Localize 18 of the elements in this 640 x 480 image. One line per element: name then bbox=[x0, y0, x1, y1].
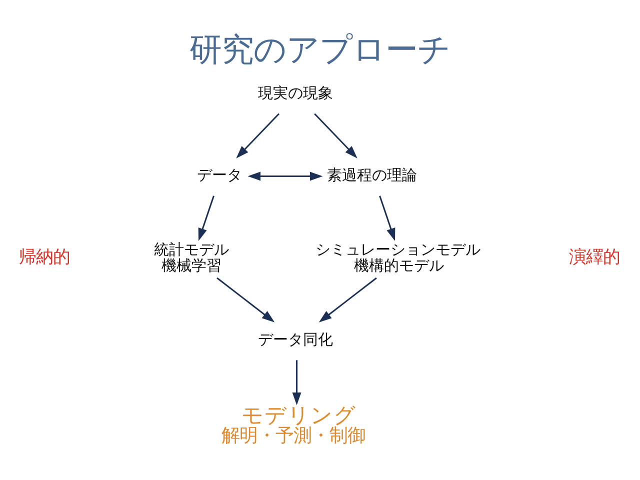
node-text: データ bbox=[196, 166, 242, 184]
arrow bbox=[379, 196, 396, 242]
node-text: モデリング 解明・予測・制御 bbox=[222, 404, 366, 447]
node-text: 統計モデル 機械学習 bbox=[154, 240, 230, 274]
node-text: 素過程の理論 bbox=[327, 166, 418, 184]
arrow bbox=[318, 277, 377, 322]
arrow bbox=[292, 360, 302, 406]
arrow bbox=[236, 113, 280, 158]
node-text: データ同化 bbox=[258, 330, 333, 349]
label: 帰納的 bbox=[18, 247, 70, 268]
arrow bbox=[314, 113, 358, 158]
node-text: 現実の現象 bbox=[258, 84, 333, 102]
arrow bbox=[198, 196, 214, 242]
label: 演繹的 bbox=[569, 247, 620, 268]
arrow bbox=[216, 277, 275, 322]
diagram-title: 研究のアプローチ bbox=[190, 30, 450, 69]
arrow bbox=[248, 172, 323, 181]
node-text: シミュレーションモデル 機構的モデル bbox=[316, 240, 481, 274]
